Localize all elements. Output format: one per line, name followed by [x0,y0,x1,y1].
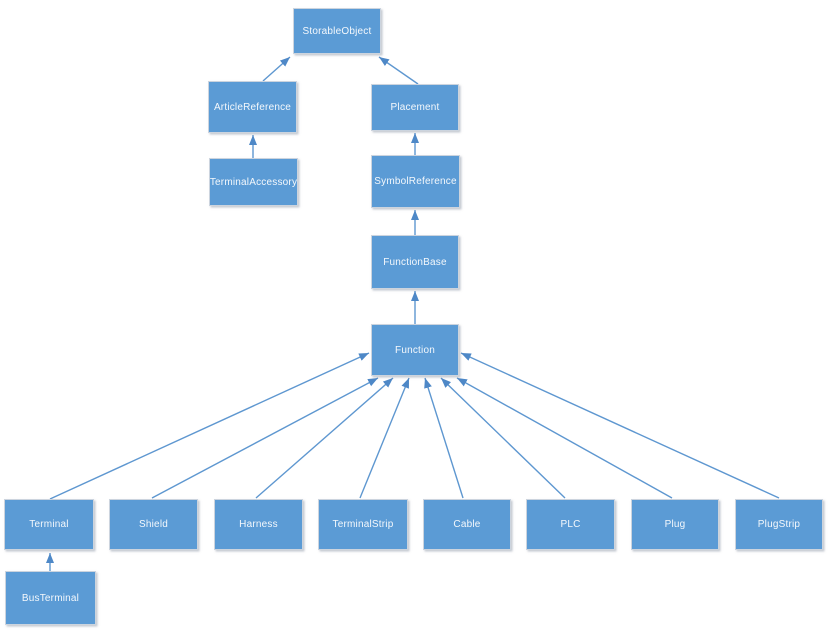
edge-placement-to-storableobject [378,56,419,85]
node-functionbase[interactable]: FunctionBase [371,235,459,289]
node-articlereference[interactable]: ArticleReference [208,81,297,133]
node-harness-label: Harness [239,519,278,530]
node-function[interactable]: Function [371,324,459,376]
node-busterminal[interactable]: BusTerminal [5,571,96,625]
node-plug[interactable]: Plug [631,499,719,550]
node-symbolreference-label: SymbolReference [374,176,457,187]
edge-cable-to-function [424,377,464,499]
node-articlereference-label: ArticleReference [213,101,292,113]
node-cable-label: Cable [453,519,481,530]
node-terminal-label: Terminal [29,519,69,530]
node-plc-label: PLC [560,519,581,530]
node-terminalstrip-label: TerminalStrip [332,519,394,530]
edge-terminal-to-function [49,352,370,500]
edge-harness-to-function [255,377,394,499]
node-placement-label: Placement [390,102,440,113]
node-terminalstrip[interactable]: TerminalStrip [318,499,408,550]
node-function-label: Function [395,344,435,356]
node-storableobject[interactable]: StorableObject [293,8,381,54]
node-harness[interactable]: Harness [214,499,303,550]
edge-plug-to-function [456,377,673,499]
edge-plugstrip-to-function [460,352,780,499]
node-plug-label: Plug [664,519,686,530]
node-terminalaccessory[interactable]: TerminalAccessory [209,158,298,206]
node-plc[interactable]: PLC [526,499,615,550]
edge-plc-to-function [440,377,566,499]
node-plugstrip[interactable]: PlugStrip [735,499,823,550]
node-cable[interactable]: Cable [423,499,511,550]
node-functionbase-label: FunctionBase [383,256,447,268]
node-storableobject-label: StorableObject [302,25,372,37]
node-shield-label: Shield [139,519,168,530]
edge-shield-to-function [151,377,379,499]
node-busterminal-label: BusTerminal [21,592,80,604]
node-terminal[interactable]: Terminal [4,499,94,550]
node-placement[interactable]: Placement [371,84,459,131]
edge-articlereference-to-storableobject [262,56,291,82]
edge-terminalstrip-to-function [359,377,410,499]
node-terminalaccessory-label: TerminalAccessory [209,176,298,188]
node-shield[interactable]: Shield [109,499,198,550]
node-symbolreference[interactable]: SymbolReference [371,155,460,208]
node-plugstrip-label: PlugStrip [757,519,801,530]
